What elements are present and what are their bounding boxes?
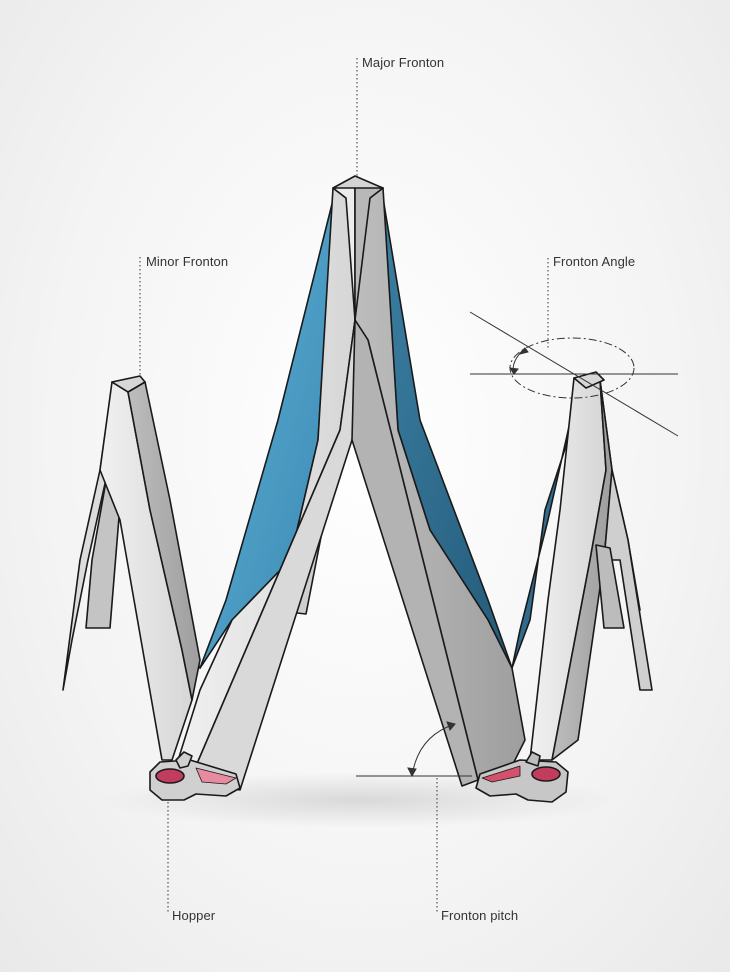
fronton-angle-label: Fronton Angle — [553, 254, 635, 269]
hopper-left-opening — [156, 769, 184, 783]
fronton-pitch-label: Fronton pitch — [441, 908, 518, 923]
fronton-angle-arrow-bottom — [510, 368, 518, 374]
hopper-right-opening — [532, 767, 560, 781]
major-fronton-label: Major Fronton — [362, 55, 444, 70]
fronton-angle-ellipse — [510, 338, 634, 398]
hopper-label: Hopper — [172, 908, 215, 923]
minor-fronton-label: Minor Fronton — [146, 254, 228, 269]
fronton-angle-arrow-top — [520, 348, 528, 354]
fronton-structure — [63, 176, 652, 802]
